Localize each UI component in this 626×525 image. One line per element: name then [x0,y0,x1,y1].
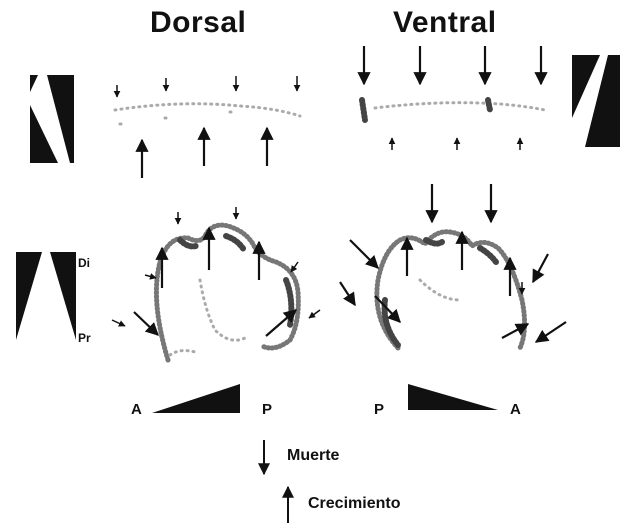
ventral-gradient-wedge [408,384,498,410]
dorsal-wedge-icon-top [30,75,74,163]
dorsal-gradient-wedge [152,384,240,413]
ventral-limb-arrows [340,184,566,342]
ventral-wedge-icon-top [572,55,620,147]
proximodistal-wedge-icon [16,252,76,340]
dorsal-top-tissue [115,104,300,124]
ventral-limb-outline [377,232,525,348]
dorsal-top-arrows [117,76,297,178]
ventral-top-arrows [364,46,541,150]
ventral-top-tissue [362,100,545,120]
dorsal-limb-outline [156,225,298,360]
